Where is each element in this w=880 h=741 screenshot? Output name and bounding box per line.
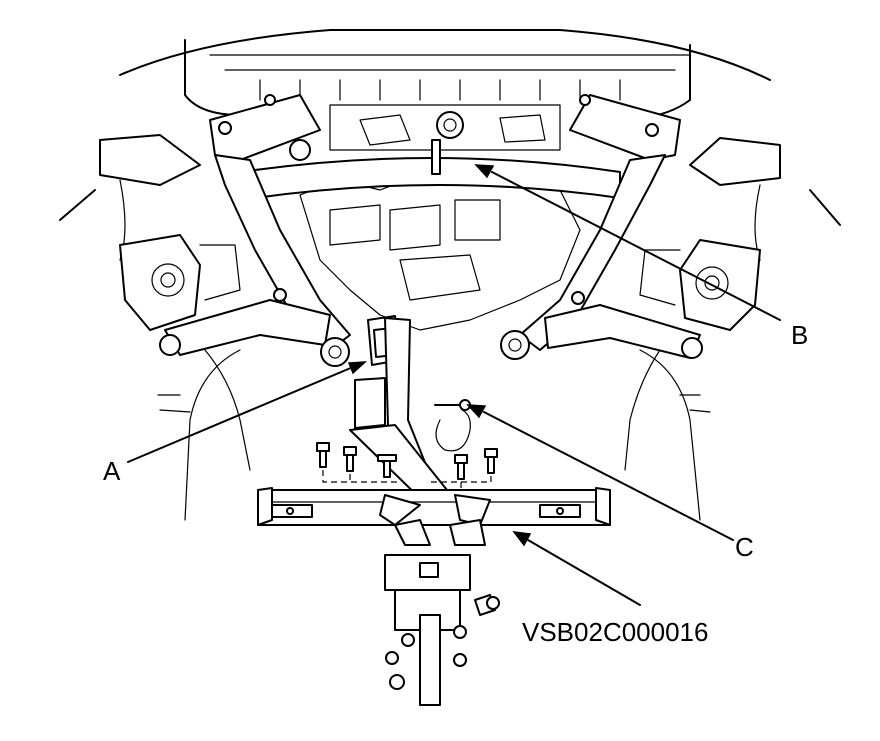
- left-suspension-assembly: [119, 154, 351, 367]
- leader-line-b: [491, 171, 781, 321]
- leader-line-figure-code: [527, 539, 641, 606]
- callout-c: C: [735, 532, 754, 562]
- bolt: [377, 454, 397, 478]
- bolt: [343, 446, 357, 472]
- lower-body-lines: [157, 349, 711, 521]
- arrowhead-a: [347, 361, 368, 375]
- arrowhead-b: [474, 164, 495, 179]
- arrowhead-figure-code: [512, 531, 532, 547]
- jack-adapter-arm: [349, 317, 456, 509]
- front-subframe-crossmember: [209, 94, 681, 199]
- leader-line-c: [483, 411, 734, 541]
- right-suspension-assembly: [500, 154, 761, 360]
- bolt: [454, 454, 468, 480]
- transmission-jack: [384, 554, 500, 706]
- bolt: [316, 442, 330, 468]
- arrowhead-c: [466, 404, 487, 419]
- figure-code: VSB02C000016: [522, 617, 708, 647]
- callout-b: B: [791, 320, 808, 350]
- vehicle-body-outline: [59, 29, 841, 261]
- engine-silhouette: [299, 104, 581, 331]
- adapter-base-plate: [257, 487, 611, 546]
- leader-lines: [127, 164, 781, 606]
- callout-a: A: [103, 456, 121, 486]
- leader-line-a: [127, 366, 354, 463]
- lock-pin-c: [434, 399, 471, 452]
- bolt: [484, 448, 498, 474]
- mounting-bolts: [316, 442, 498, 490]
